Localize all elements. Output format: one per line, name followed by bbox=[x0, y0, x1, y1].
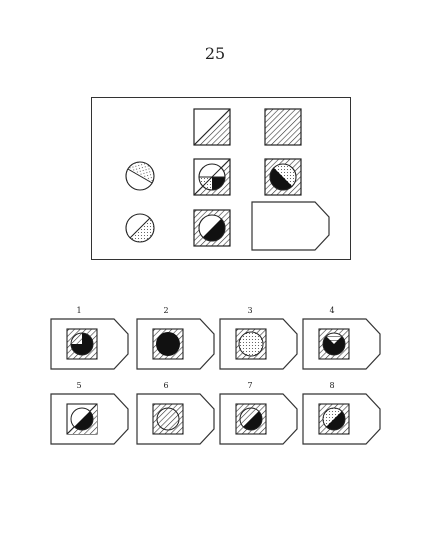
option-2-label: 2 bbox=[163, 306, 169, 315]
option-6[interactable] bbox=[136, 393, 216, 445]
option-8-label: 8 bbox=[329, 381, 335, 390]
option-7-label: 7 bbox=[247, 381, 253, 390]
option-6-label: 6 bbox=[163, 381, 169, 390]
option-5-label: 5 bbox=[76, 381, 82, 390]
option-7[interactable] bbox=[219, 393, 299, 445]
puzzle-number: 25 bbox=[204, 44, 226, 63]
option-3-label: 3 bbox=[247, 306, 253, 315]
matrix-cell-r1c3 bbox=[264, 108, 302, 146]
matrix-cell-r1c2 bbox=[193, 108, 231, 146]
matrix-cell-r2c3 bbox=[264, 158, 302, 196]
matrix-cell-r2c2 bbox=[193, 158, 231, 196]
matrix-cell-r2c1 bbox=[125, 161, 155, 191]
option-3[interactable] bbox=[219, 318, 299, 370]
option-1-label: 1 bbox=[76, 306, 82, 315]
answer-slot bbox=[251, 201, 330, 251]
matrix-cell-r3c1 bbox=[125, 213, 155, 243]
option-8[interactable] bbox=[302, 393, 382, 445]
option-4[interactable] bbox=[302, 318, 382, 370]
matrix-cell-r3c2 bbox=[193, 209, 231, 247]
option-1[interactable] bbox=[50, 318, 130, 370]
option-2[interactable] bbox=[136, 318, 216, 370]
option-5[interactable] bbox=[50, 393, 130, 445]
option-4-label: 4 bbox=[329, 306, 335, 315]
problem-frame bbox=[91, 97, 351, 260]
